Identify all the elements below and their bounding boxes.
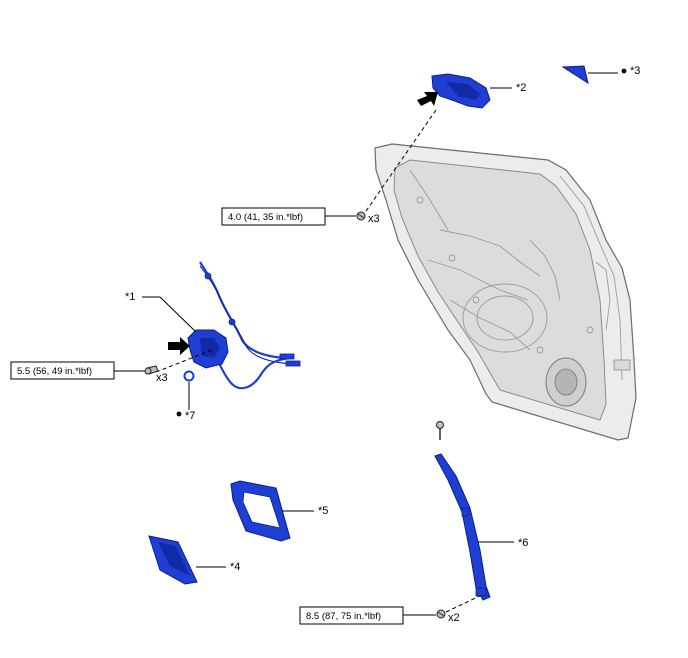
callout-7: *7 [185,410,195,422]
part-7-ring [183,370,195,382]
bullet-dot-7 [176,411,182,417]
torque-spec-door-text: 4.0 (41, 35 in.*lbf) [228,212,303,223]
dashed-line-channel-bottom [445,593,485,613]
part-5-frame [230,480,291,542]
dashed-line-part-2 [363,109,437,215]
screw-icon-channel-top [436,421,444,440]
screw-icon-lock [144,365,159,375]
dashed-line-lock-bolts [155,349,213,373]
torque-spec-frame-text: 8.5 (87, 75 in.*lbf) [306,611,381,622]
part-3-piece [561,65,589,85]
callout-6: *6 [518,537,528,549]
quantity-door-bolts: x3 [368,213,380,225]
part-1-door-lock-assembly [187,261,301,390]
part-6-channel [434,453,491,601]
callout-1: *1 [125,291,135,303]
quantity-frame-bolts: x2 [448,612,460,624]
part-4-cover [148,535,198,585]
leader-line-1b [159,296,197,333]
callout-3: *3 [630,65,640,77]
part-2-handle-assembly [431,73,491,109]
torque-spec-frame: 8.5 (87, 75 in.*lbf) [299,606,404,625]
torque-spec-lock-text: 5.5 (56, 49 in.*lbf) [17,366,92,377]
callout-4: *4 [230,561,240,573]
bolt-icon-door [356,211,366,221]
part-2-arrow-icon [417,92,438,106]
bolt-icon-frame [436,609,446,619]
callout-5: *5 [318,505,328,517]
callout-2: *2 [516,82,526,94]
torque-spec-door: 4.0 (41, 35 in.*lbf) [221,207,326,226]
torque-spec-lock: 5.5 (56, 49 in.*lbf) [10,361,115,380]
bullet-dot-3 [621,68,627,74]
rear-door-panel [374,143,637,441]
quantity-lock-screws: x3 [156,372,168,384]
part-1-arrow-icon [168,337,190,355]
